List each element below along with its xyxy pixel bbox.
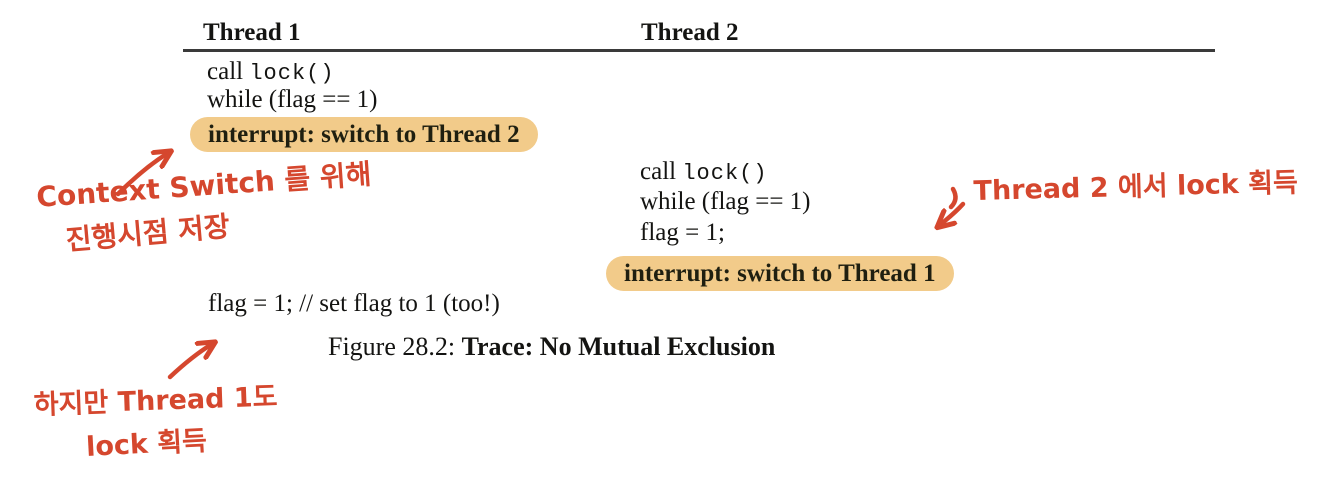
t1-row-call: call lock() <box>207 58 335 88</box>
thread1-also-lock-note-line1: 하지만 Thread 1도 <box>33 381 278 421</box>
t2-row-call: call lock() <box>640 158 768 188</box>
t2-row-flag: flag = 1; <box>640 219 725 246</box>
caption-title: Trace: No Mutual Exclusion <box>461 332 776 361</box>
t1-interrupt-highlight: interrupt: switch to Thread 2 <box>190 117 538 152</box>
figure-caption: Figure 28.2: Trace: No Mutual Exclusion <box>328 332 775 362</box>
t2-interrupt-highlight: interrupt: switch to Thread 1 <box>606 256 954 291</box>
caption-number: Figure 28.2: <box>328 332 462 361</box>
thread2-header: Thread 2 <box>641 19 739 46</box>
thread1-header: Thread 1 <box>203 19 301 46</box>
t1-row-while: while (flag == 1) <box>207 86 378 113</box>
thread2-arrow-tick-icon <box>948 186 958 210</box>
thread2-lock-note: Thread 2 에서 lock 획득 <box>973 167 1299 207</box>
thread1-also-lock-note-line2: lock 획득 <box>85 425 208 463</box>
t2-lock-code: lock() <box>682 161 768 186</box>
context-switch-note-line2: 진행시점 저장 <box>64 209 231 257</box>
t2-row-while: while (flag == 1) <box>640 188 811 215</box>
thread2-arrow-icon <box>940 201 966 225</box>
t1-lock-code: lock() <box>249 61 335 86</box>
t2-call-text: call <box>640 158 683 185</box>
thread1-lock-arrow-icon <box>167 344 212 380</box>
header-rule <box>183 49 1215 52</box>
t1-call-text: call <box>207 58 250 85</box>
t1-row-flag-comment: flag = 1; // set flag to 1 (too!) <box>208 290 500 317</box>
